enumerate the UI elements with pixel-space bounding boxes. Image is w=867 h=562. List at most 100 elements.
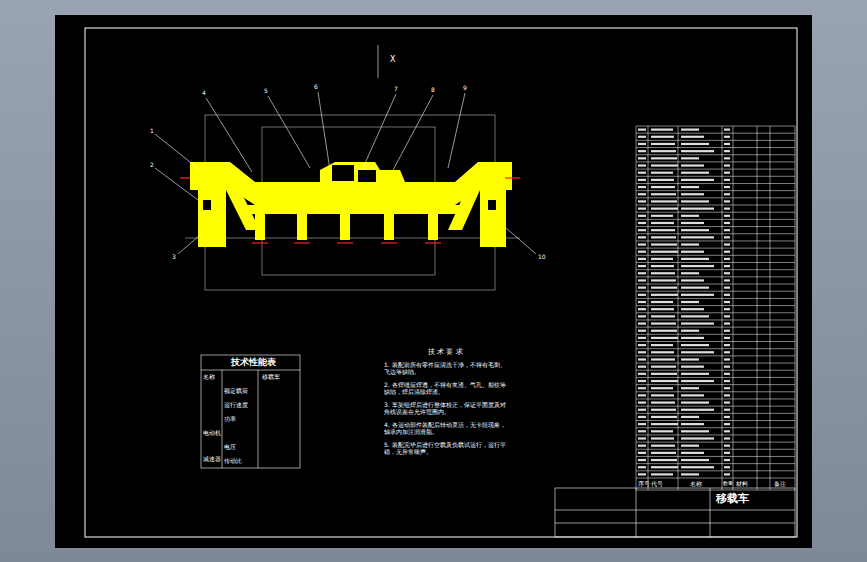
row-marks	[681, 236, 714, 238]
callout-number: 9	[463, 85, 467, 92]
row-marks	[638, 236, 646, 238]
row-marks	[724, 164, 730, 166]
row-marks	[651, 401, 675, 403]
table-line	[636, 147, 795, 148]
table-line	[636, 133, 795, 134]
row-marks	[724, 358, 730, 360]
row-marks	[638, 373, 646, 375]
label-text: 2. 各焊缝应焊透，不得有夹渣、气孔、裂纹等缺陷，焊后清除焊渣。	[384, 382, 510, 395]
table-line	[636, 205, 795, 206]
row-marks	[651, 387, 673, 389]
row-marks	[638, 143, 646, 145]
callout-number: 2	[150, 162, 154, 169]
row-marks	[724, 279, 730, 281]
row-marks	[681, 308, 704, 310]
row-marks	[681, 394, 704, 396]
row-marks	[638, 215, 646, 217]
title-block	[555, 488, 795, 537]
label-text: 材料	[736, 481, 748, 488]
construction-lines	[185, 45, 520, 290]
row-marks	[638, 258, 646, 260]
sheet	[55, 15, 812, 548]
row-marks	[724, 287, 730, 289]
label-text: 名称	[203, 374, 215, 381]
row-marks	[724, 150, 730, 152]
row-marks	[681, 380, 714, 382]
table-line	[636, 341, 795, 342]
row-marks	[681, 150, 714, 152]
table-line	[678, 126, 679, 490]
table-line	[636, 212, 795, 213]
row-marks	[681, 337, 704, 339]
row-marks	[724, 445, 730, 447]
row-marks	[638, 136, 646, 138]
label-text: 4. 各运动部件装配后转动灵活，无卡阻现象，轴承内加注润滑脂。	[384, 422, 510, 435]
row-marks	[681, 373, 709, 375]
row-marks	[651, 243, 677, 245]
row-marks	[724, 437, 730, 439]
row-marks	[681, 409, 714, 411]
row-marks	[724, 179, 730, 181]
callout-number: 4	[202, 90, 206, 97]
table-line	[636, 154, 795, 155]
table-line	[636, 427, 795, 428]
row-marks	[651, 287, 677, 289]
table-line	[636, 276, 795, 277]
row-marks	[724, 473, 730, 475]
row-marks	[681, 215, 699, 217]
row-marks	[638, 445, 646, 447]
row-marks	[724, 200, 730, 202]
red-marks	[180, 178, 520, 243]
row-marks	[638, 437, 646, 439]
row-marks	[638, 394, 646, 396]
row-marks	[681, 315, 709, 317]
table-line	[648, 126, 649, 490]
row-marks	[638, 416, 646, 418]
row-marks	[724, 193, 730, 195]
row-marks	[724, 229, 730, 231]
label-text: 功率	[224, 416, 236, 423]
label-text: 1. 装配前所有零件应清洗干净，不得有毛刺、飞边等缺陷。	[384, 362, 510, 375]
row-marks	[681, 157, 699, 159]
row-marks	[681, 258, 709, 260]
row-marks	[681, 294, 714, 296]
row-marks	[651, 215, 673, 217]
row-marks	[638, 459, 646, 461]
row-marks	[724, 236, 730, 238]
row-marks	[638, 164, 646, 166]
row-marks	[724, 136, 730, 138]
row-marks	[651, 315, 675, 317]
row-marks	[681, 330, 699, 332]
table-line	[636, 355, 795, 356]
row-marks	[724, 243, 730, 245]
row-marks	[681, 437, 714, 439]
row-marks	[651, 430, 673, 432]
row-marks	[681, 344, 709, 346]
row-marks	[651, 337, 678, 339]
table-line	[636, 406, 795, 407]
label-text: 5. 装配完毕后进行空载及负载试运行，运行平稳，无异常噪声。	[384, 442, 510, 455]
row-marks	[638, 308, 646, 310]
label-text: 技 术 要 求	[428, 349, 463, 357]
frame-structure	[190, 162, 512, 247]
row-marks	[681, 222, 704, 224]
row-marks	[638, 344, 646, 346]
label-text: 电压	[224, 444, 236, 451]
table-line	[636, 363, 795, 364]
row-marks	[681, 452, 704, 454]
table-line	[636, 197, 795, 198]
row-marks	[651, 208, 678, 210]
row-marks	[724, 337, 730, 339]
table-line	[636, 384, 795, 385]
label-text: 序号	[638, 481, 650, 488]
performance-table	[201, 355, 300, 468]
row-marks	[724, 301, 730, 303]
row-marks	[638, 366, 646, 368]
row-marks	[724, 251, 730, 253]
frame	[85, 28, 797, 537]
row-marks	[651, 452, 676, 454]
parts-list	[636, 126, 795, 490]
table-line	[636, 126, 637, 490]
row-marks	[681, 387, 699, 389]
